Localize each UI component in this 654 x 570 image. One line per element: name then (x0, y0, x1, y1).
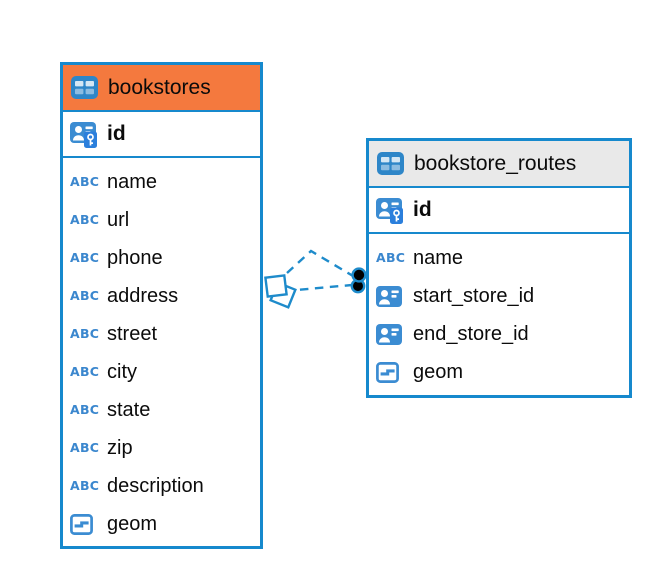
primary-key-icon (70, 120, 98, 148)
column-row[interactable]: ABC address (70, 277, 253, 315)
varchar-icon: ABC (70, 439, 100, 455)
column-row[interactable]: ABC city (70, 353, 253, 391)
column-list: ABC name ABC url ABC phone ABC address A… (63, 158, 260, 547)
column-label: id (107, 122, 126, 145)
column-label: geom (413, 360, 464, 383)
column-row[interactable]: ABC url (70, 201, 253, 239)
column-label: zip (107, 436, 133, 459)
column-row[interactable]: ABC name (70, 163, 253, 201)
column-label: phone (107, 246, 163, 269)
reference-id-icon (376, 323, 404, 345)
table-title: bookstore_routes (414, 151, 577, 175)
column-row[interactable]: ABC street (70, 315, 253, 353)
column-label: address (107, 284, 179, 307)
column-label: state (107, 398, 151, 421)
column-label: city (107, 360, 137, 383)
column-row[interactable]: start_store_id (376, 277, 622, 315)
column-row[interactable]: geom (70, 505, 253, 543)
table-icon (377, 152, 405, 175)
relation-line[interactable] (286, 249, 354, 278)
table-bookstores[interactable]: bookstores id ABC name (60, 62, 263, 549)
relation-line[interactable] (284, 283, 353, 293)
column-label: geom (107, 512, 158, 535)
varchar-icon: ABC (70, 173, 100, 189)
reference-id-icon (376, 285, 404, 307)
column-label: description (107, 474, 204, 497)
primary-key-icon (376, 196, 404, 224)
varchar-icon: ABC (70, 363, 100, 379)
table-header[interactable]: bookstore_routes (369, 141, 629, 188)
column-label: name (107, 170, 158, 193)
varchar-icon: ABC (70, 211, 100, 227)
column-list: ABC name start_store_id (369, 234, 629, 395)
varchar-icon: ABC (70, 249, 100, 265)
column-row-id[interactable]: id (369, 188, 629, 234)
column-row[interactable]: ABC name (376, 239, 622, 277)
varchar-icon: ABC (70, 401, 100, 417)
varchar-icon: ABC (70, 287, 100, 303)
column-row[interactable]: end_store_id (376, 315, 622, 353)
column-row-id[interactable]: id (63, 112, 260, 158)
column-label: id (413, 198, 432, 221)
column-label: end_store_id (413, 322, 529, 345)
geometry-icon (376, 361, 404, 383)
relation-square-marker (264, 274, 297, 309)
table-icon (71, 76, 99, 99)
column-row[interactable]: ABC description (70, 467, 253, 505)
table-header[interactable]: bookstores (63, 65, 260, 112)
column-label: url (107, 208, 130, 231)
column-label: start_store_id (413, 284, 535, 307)
table-title: bookstores (108, 75, 211, 99)
column-row[interactable]: ABC state (70, 391, 253, 429)
varchar-icon: ABC (70, 477, 100, 493)
column-row[interactable]: ABC phone (70, 239, 253, 277)
table-bookstore-routes[interactable]: bookstore_routes id ABC name (366, 138, 632, 398)
column-label: street (107, 322, 158, 345)
column-row[interactable]: ABC zip (70, 429, 253, 467)
geometry-icon (70, 513, 98, 535)
column-label: name (413, 246, 464, 269)
varchar-icon: ABC (376, 249, 406, 265)
varchar-icon: ABC (70, 325, 100, 341)
column-row[interactable]: geom (376, 353, 622, 391)
relation-dot-marker (350, 267, 367, 294)
